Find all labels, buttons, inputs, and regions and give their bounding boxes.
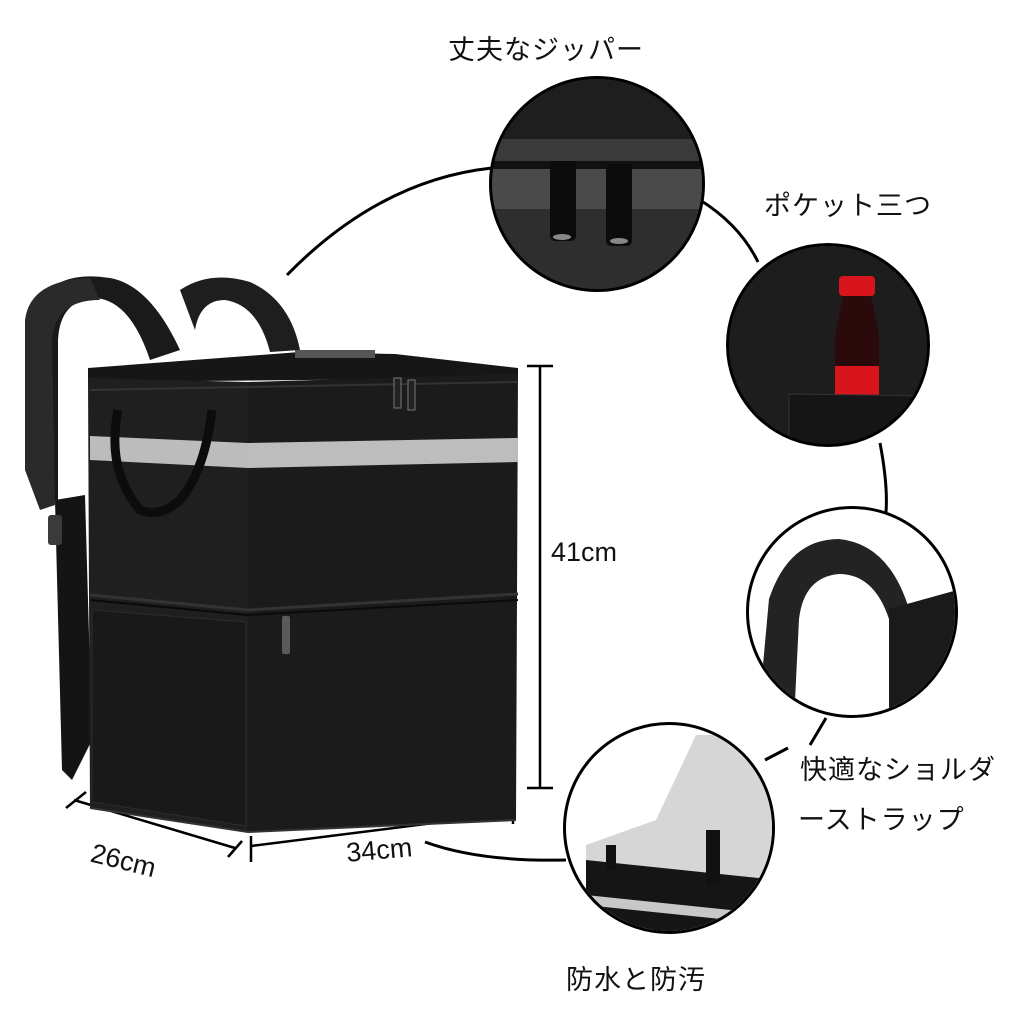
zipper-closeup-image	[492, 79, 702, 289]
pockets-label: ポケット三つ	[764, 191, 932, 222]
shoulder-strap-image	[759, 539, 955, 715]
waterproof-detail-circle	[563, 722, 775, 934]
zipper-label: 丈夫なジッパー	[448, 35, 644, 66]
shoulder-label-line2: ーストラップ	[798, 805, 965, 836]
pocket-detail-circle	[726, 243, 930, 447]
zipper-detail-circle	[489, 76, 705, 292]
width-dimension-label: 34cm	[345, 832, 414, 868]
shoulder-label-line1: 快適なショルダ	[800, 755, 996, 786]
waterproof-label: 防水と防汚	[566, 965, 706, 996]
shoulder-strap-detail-circle	[746, 506, 958, 718]
bottle-pocket-image	[729, 246, 927, 444]
foil-lining-image	[586, 735, 772, 931]
height-dimension-label: 41cm	[551, 537, 618, 567]
